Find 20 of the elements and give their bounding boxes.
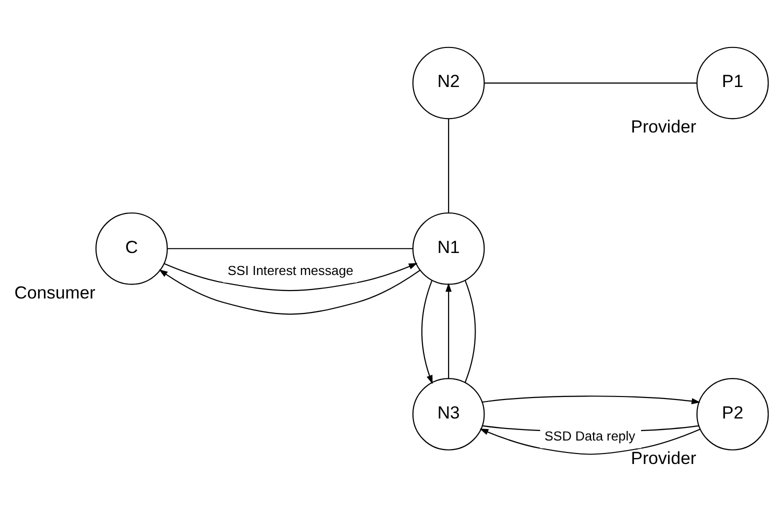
node-circle: N2 [412, 46, 484, 119]
edge-label: SSI Interest message [227, 262, 353, 278]
node-label: Consumer [14, 282, 95, 302]
node-circle: P1 [696, 46, 768, 119]
connector [464, 280, 476, 382]
arrow [482, 395, 700, 404]
node-circle: N3 [412, 378, 484, 450]
arrow [420, 280, 432, 384]
arrow [479, 428, 700, 454]
arrow [158, 268, 420, 314]
node-label: Provider [630, 447, 696, 468]
arrow [445, 282, 452, 378]
connector [484, 82, 696, 84]
connector [448, 118, 449, 212]
arrow [163, 262, 418, 291]
node-circle: P2 [696, 378, 768, 450]
node-circle: N1 [412, 212, 484, 284]
node-label: Provider [630, 116, 696, 136]
connector [166, 248, 412, 249]
edge-label: SSD Data reply [544, 428, 635, 444]
